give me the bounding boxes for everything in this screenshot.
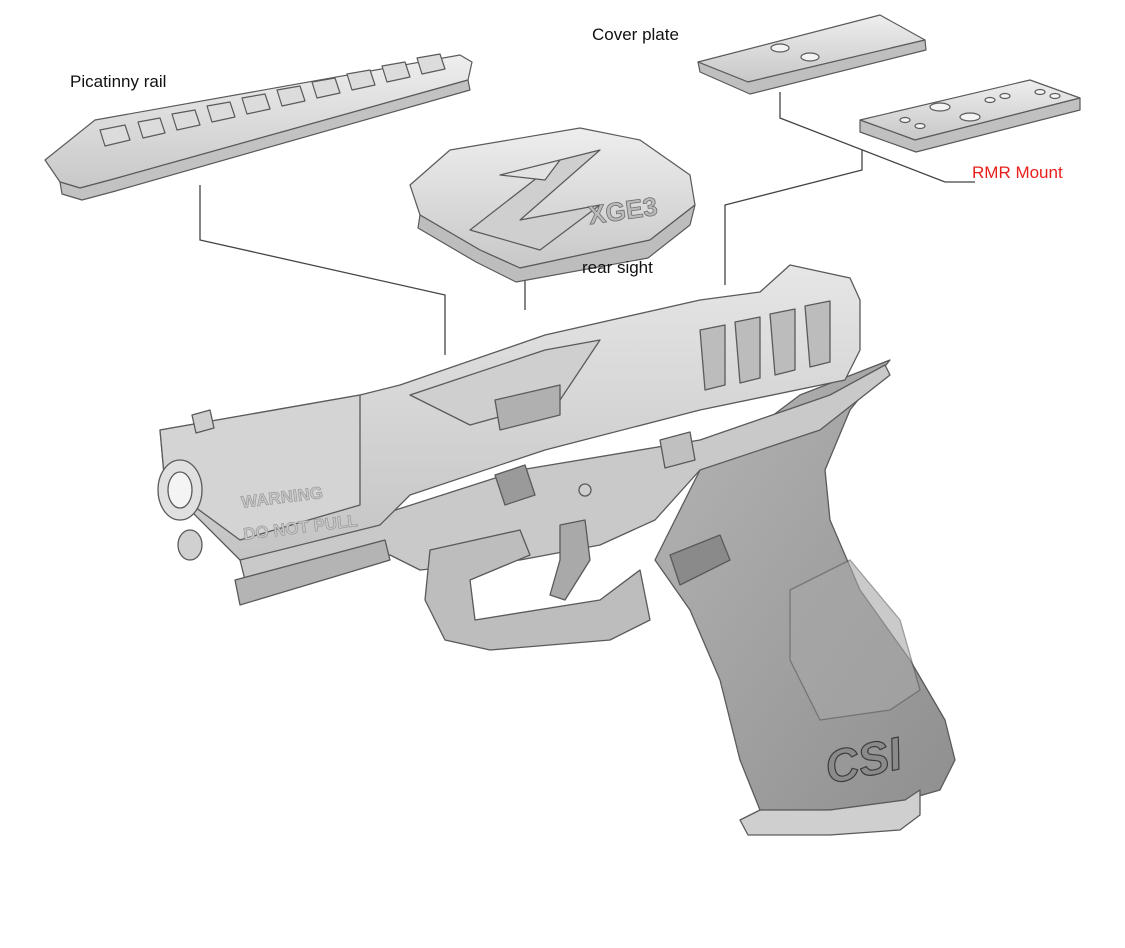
picatinny-rail-part <box>44 53 473 201</box>
cover-plate-part <box>697 14 927 95</box>
trigger-guard <box>424 529 651 651</box>
label-rear-sight: rear sight <box>582 258 653 277</box>
trigger <box>549 519 591 601</box>
pistol-assembly: CSI <box>157 264 956 836</box>
leader-rmr <box>724 150 863 285</box>
label-picatinny-rail: Picatinny rail <box>70 72 167 91</box>
leader-picatinny <box>199 185 446 355</box>
pistol-frame <box>239 364 891 601</box>
label-rmr-mount: RMR Mount <box>972 163 1063 182</box>
label-cover-plate: Cover plate <box>592 25 679 44</box>
rear-sight-part: XGE3 <box>409 127 696 283</box>
rmr-mount-part <box>859 79 1081 153</box>
